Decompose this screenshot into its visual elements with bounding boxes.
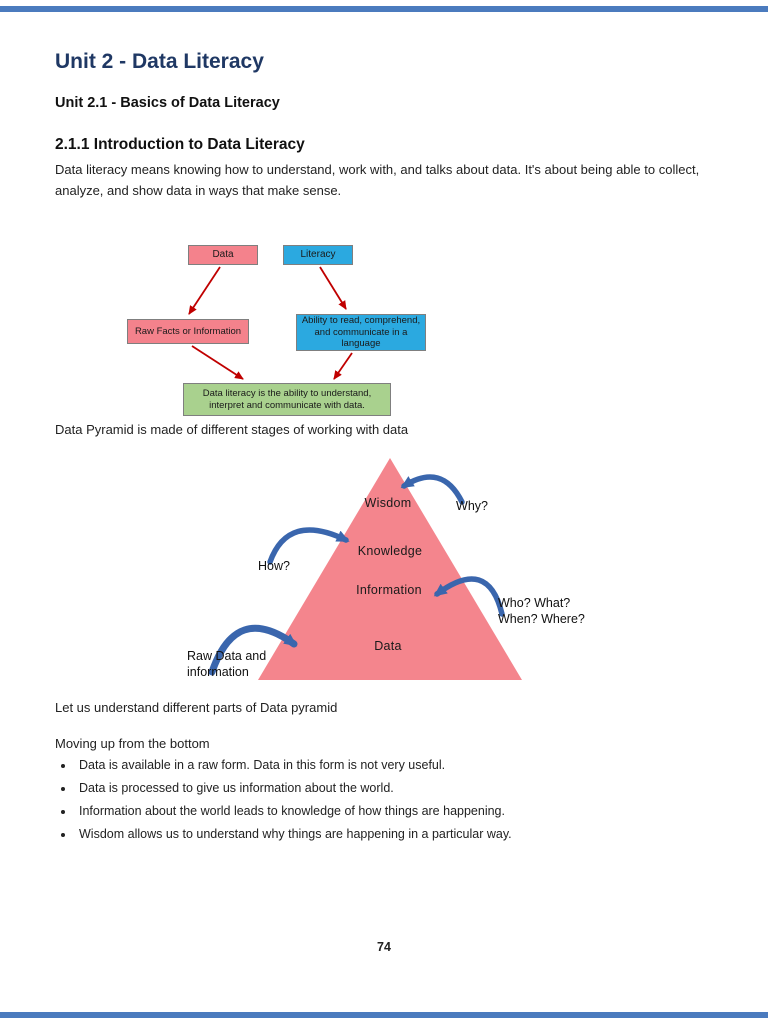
how-arrow [267,527,350,565]
unit-subtitle: Unit 2.1 - Basics of Data Literacy [55,95,280,111]
raw-data-arrow [208,624,298,676]
page-title: Unit 2 - Data Literacy [55,50,264,73]
data-pyramid-diagram: Wisdom Knowledge Information Data Why? H… [150,450,620,690]
why-arrow [400,474,465,505]
flowchart-box-definition: Data literacy is the ability to understa… [183,383,391,416]
flowchart-arrows [188,266,353,380]
understand-line: Let us understand different parts of Dat… [55,700,338,715]
flowchart-box-data: Data [188,245,258,265]
bullet-item-information-knowledge: Information about the world leads to kno… [75,804,735,818]
bottom-border-bar [0,1012,768,1018]
pyramid-triangle [258,458,522,680]
pyramid-shape-and-arrows [208,458,522,680]
intro-paragraph: Data literacy means knowing how to under… [55,162,700,198]
flowchart-box-raw-facts: Raw Facts or Information [127,319,249,344]
annotation-raw-data: Raw Data and information [187,649,267,679]
bullet-item-wisdom: Wisdom allows us to understand why thing… [75,827,735,841]
flowchart-box-ability: Ability to read, comprehend, and communi… [296,314,426,351]
pyramid-level-data: Data [374,639,402,653]
bullet-item-data-processed: Data is processed to give us information… [75,781,735,795]
pyramid-level-wisdom: Wisdom [364,496,412,510]
bullet-list: Data is available in a raw form. Data in… [55,758,735,850]
section-heading: 2.1.1 Introduction to Data Literacy [55,136,305,153]
page-number: 74 [377,940,391,954]
data-literacy-flowchart: Data Literacy Raw Facts or Information A… [0,240,768,420]
moving-up-line: Moving up from the bottom [55,736,210,751]
top-border-bar [0,6,768,12]
who-what-arrow [433,576,505,617]
bullet-item-data-raw: Data is available in a raw form. Data in… [75,758,735,772]
flowchart-box-literacy: Literacy [283,245,353,265]
pyramid-level-information: Information [356,583,422,597]
pyramid-caption: Data Pyramid is made of different stages… [55,422,409,437]
annotation-how: How? [258,559,290,573]
pyramid-level-knowledge: Knowledge [357,544,423,558]
annotation-why: Why? [456,499,488,513]
annotation-who-what: Who? What? When? Where? [498,596,585,626]
